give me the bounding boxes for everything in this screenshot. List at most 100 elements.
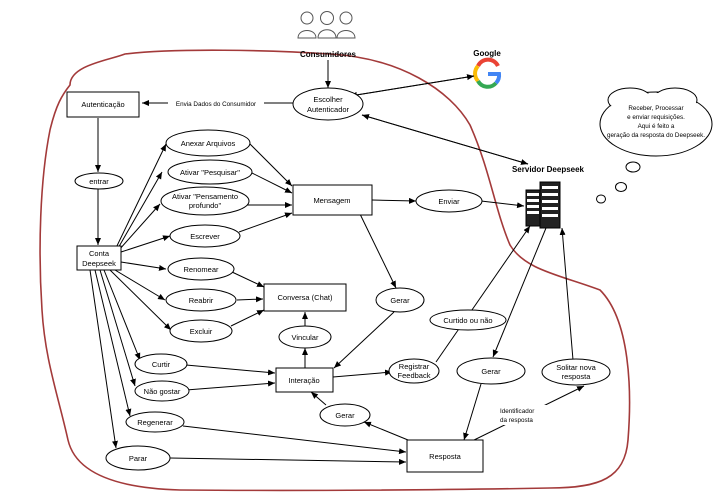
oval-registrar-feedback (388, 358, 440, 384)
box-conversa (263, 283, 347, 312)
box-autenticacao-label: Autenticação (81, 100, 124, 109)
thought-line-1: Receber, Processar (628, 105, 683, 112)
google-label: Google (473, 49, 501, 58)
edge-server-gerar (492, 227, 547, 358)
edge-conta-pensamento (118, 203, 161, 251)
oval-escolher-label-2: Autenticador (307, 105, 350, 114)
oval-curtido-label: Curtido ou não (443, 316, 492, 325)
google-logo (473, 57, 502, 89)
oval-ativar-pensamento (160, 186, 250, 216)
thought-line-3: Aqui é feito a (638, 123, 675, 130)
edge-enviar-server (480, 200, 525, 209)
oval-escolher-autenticador (292, 87, 364, 121)
thought-line-4: geração da resposta do Deepseek. (607, 132, 705, 139)
edge-gerar-interacao-2 (310, 391, 327, 406)
oval-gerar-mensagem (375, 287, 425, 313)
oval-entrar (74, 172, 124, 190)
edge-conta-excluir (109, 269, 172, 331)
oval-gerar-servidor-label: Gerar (481, 367, 501, 376)
thought-cloud (596, 87, 713, 204)
oval-excluir (169, 319, 233, 343)
edge-nao-gostar-interacao (185, 380, 276, 391)
oval-vincular-label: Vincular (292, 333, 319, 342)
oval-pensamento-label-1: Ativar "Pensamento (172, 192, 238, 201)
oval-nao-gostar-label: Não gostar (144, 387, 181, 396)
box-interacao-label: Interação (288, 376, 319, 385)
edge-conta-nao-gostar (99, 269, 136, 387)
oval-parar (105, 445, 171, 471)
oval-entrar-label: entrar (89, 177, 109, 186)
oval-vincular (278, 325, 332, 349)
thought-line-2: e enviar requisições. (627, 114, 685, 121)
edge-parar-resposta (169, 457, 407, 465)
oval-curtido-ou-nao (429, 309, 507, 331)
oval-solicitar-label-2: resposta (562, 372, 592, 381)
oval-escrever (169, 224, 241, 248)
oval-nao-gostar (134, 380, 190, 402)
server-label: Servidor Deepseek (512, 165, 585, 174)
box-conta-label-1: Conta (89, 249, 110, 258)
oval-curtir-label: Curtir (152, 360, 171, 369)
oval-reabrir (165, 288, 237, 312)
box-conta-label-2: Deepseek (82, 259, 116, 268)
edge-label-identificador-2: da resposta (500, 417, 533, 424)
box-conta-deepseek (76, 245, 122, 271)
server-icon (525, 181, 561, 229)
oval-solicitar-resposta (541, 358, 611, 386)
oval-renomear-label: Renomear (183, 265, 219, 274)
oval-curtir (134, 353, 188, 375)
edge-anexar-mensagem (248, 142, 293, 187)
edge-conta-pesquisar (116, 171, 163, 251)
edge-excluir-conversa (230, 309, 265, 327)
edge-mensagem-gerar (359, 213, 397, 289)
oval-regenerar-label: Regenerar (137, 418, 173, 427)
edge-label-envia-dados: Envia Dados do Consumidor (176, 101, 256, 108)
edge-conta-reabrir (114, 269, 166, 301)
edge-google-escolher (349, 75, 475, 98)
edge-conta-parar (89, 269, 118, 449)
edge-conta-curtir (103, 269, 141, 361)
edge-gerar-interacao (333, 311, 395, 369)
edge-curtir-interacao (185, 364, 276, 376)
box-mensagem (292, 184, 373, 216)
edge-conta-renomear (120, 261, 167, 271)
edge-registrar-server (435, 225, 531, 363)
edge-solicitar-server (559, 227, 574, 361)
consumers-icon (297, 11, 356, 39)
oval-enviar-label: Enviar (438, 197, 460, 206)
edge-pesquisar-mensagem (249, 171, 293, 194)
oval-registrar-label-1: Registrar (399, 362, 430, 371)
oval-anexar-arquivos (165, 129, 251, 157)
edge-regenerar-resposta (182, 425, 407, 455)
edge-conta-escrever (120, 235, 171, 253)
oval-gerar-mensagem-label: Gerar (390, 296, 410, 305)
edge-renomear-conversa (231, 271, 265, 288)
oval-gerar-interacao (319, 403, 371, 427)
edge-label-bg (168, 98, 264, 108)
oval-gerar-interacao-label: Gerar (335, 411, 355, 420)
edge-gerar-resposta (463, 383, 482, 441)
oval-reabrir-label: Reabrir (189, 296, 214, 305)
oval-pesquisar-label: Ativar "Pesquisar" (180, 168, 240, 177)
oval-pensamento-label-2: profundo" (189, 201, 222, 210)
box-resposta-label: Resposta (429, 452, 462, 461)
oval-gerar-servidor (456, 357, 526, 385)
edge-label-bg-2 (497, 405, 547, 425)
box-conversa-label: Conversa (Chat) (277, 293, 333, 302)
oval-ativar-pesquisar (167, 159, 253, 185)
box-autenticacao (66, 91, 140, 118)
edges (89, 60, 585, 465)
edge-escrever-mensagem (238, 212, 293, 233)
oval-solicitar-label-1: Solitar nova (556, 363, 596, 372)
edge-mensagem-enviar (371, 197, 417, 204)
system-boundary (39, 49, 631, 492)
box-mensagem-label: Mensagem (313, 196, 350, 205)
edge-reabrir-conversa (236, 296, 264, 303)
box-resposta (406, 439, 484, 473)
oval-regenerar (125, 411, 185, 433)
edge-label-identificador-1: Identificador (500, 408, 534, 415)
oval-renomear (167, 257, 235, 281)
oval-escolher-label-1: Escolher (313, 95, 343, 104)
edge-conta-regenerar (94, 269, 132, 417)
